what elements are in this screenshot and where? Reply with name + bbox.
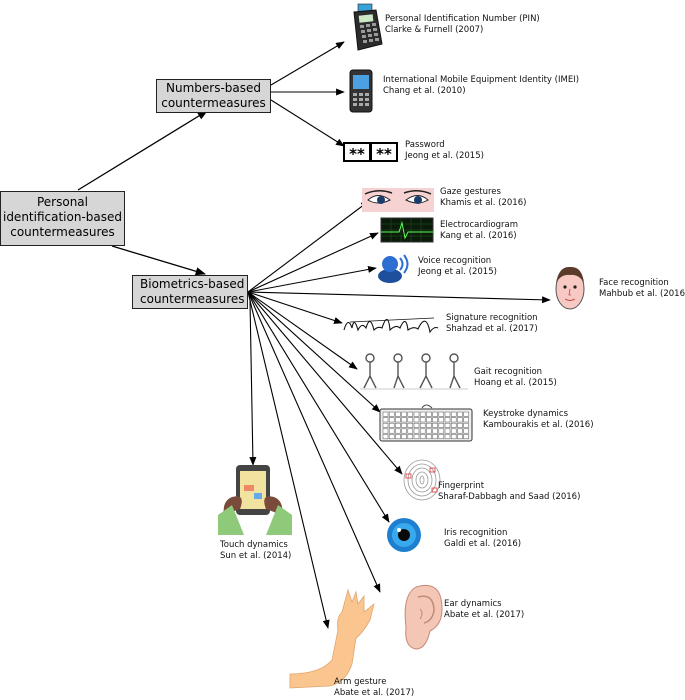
iris-icon <box>387 518 421 552</box>
label-gait-title: Gait recognition <box>474 367 543 377</box>
label-signature-title: Signature recognition <box>446 313 538 323</box>
label-voice-title: Voice recognition <box>418 256 492 266</box>
edge-touch <box>249 299 257 466</box>
root-line-2: identification-based <box>2 210 123 224</box>
biometrics-line-2: countermeasures <box>140 292 245 306</box>
svg-text:**: ** <box>376 145 392 163</box>
label-imei-ref: Chang et al. (2010) <box>383 86 466 96</box>
label-touch-ref: Sun et al. (2014) <box>220 551 292 561</box>
eyes-icon <box>362 188 434 212</box>
face-icon <box>555 266 585 310</box>
edge-password <box>270 99 345 147</box>
label-touch: Touch dynamics Sun et al. (2014) <box>220 540 291 562</box>
mobile-phone-icon <box>349 69 373 113</box>
edge-voice <box>247 265 377 293</box>
label-pin-title: Personal Identification Number (PIN) <box>385 14 540 24</box>
label-fingerprint: Fingerprint Sharaf-Dabbagh and Saad (201… <box>438 481 580 503</box>
label-signature-ref: Shahzad et al. (2017) <box>446 324 538 334</box>
pin-terminal-icon <box>353 3 383 51</box>
label-password: Password Jeong et al. (2015) <box>405 140 484 162</box>
svg-text:**: ** <box>349 145 365 163</box>
label-keystroke-ref: Kambourakis et al. (2016) <box>483 420 594 430</box>
label-pin-ref: Clarke & Furnell (2007) <box>385 25 484 35</box>
label-touch-title: Touch dynamics <box>220 540 288 550</box>
label-password-title: Password <box>405 140 445 150</box>
voice-icon <box>378 254 409 283</box>
label-imei: International Mobile Equipment Identity … <box>383 75 579 97</box>
numbers-line-2: countermeasures <box>161 96 266 110</box>
label-iris-title: Iris recognition <box>444 528 508 538</box>
label-ecg: Electrocardiogram Kang et al. (2016) <box>440 220 518 242</box>
label-fingerprint-ref: Sharaf-Dabbagh and Saad (2016) <box>438 492 581 502</box>
label-gaze-title: Gaze gestures <box>440 187 501 197</box>
label-password-ref: Jeong et al. (2015) <box>405 151 484 161</box>
edge-ear <box>247 291 381 593</box>
edge-signature <box>247 291 343 324</box>
label-ear-ref: Abate et al. (2017) <box>444 610 525 620</box>
edge-arm <box>247 291 330 629</box>
label-ear-title: Ear dynamics <box>444 599 502 609</box>
label-iris-ref: Galdi et al. (2016) <box>444 539 522 549</box>
edge-face <box>247 291 551 304</box>
label-gait: Gait recognition Hoang et al. (2015) <box>474 367 557 389</box>
arm-icon <box>289 588 375 689</box>
edge-root-numbers <box>77 110 208 191</box>
numbers-line-1: Numbers-based <box>165 81 261 95</box>
label-gait-ref: Hoang et al. (2015) <box>474 378 557 388</box>
label-ear: Ear dynamics Abate et al. (2017) <box>444 599 524 621</box>
label-face: Face recognition Mahbub et al. (2016) <box>599 278 685 300</box>
signature-icon <box>343 317 439 334</box>
label-keystroke-title: Keystroke dynamics <box>483 409 568 419</box>
edge-iris <box>247 291 390 523</box>
keyboard-icon <box>379 404 473 442</box>
numbers-based-node: Numbers-based countermeasures <box>156 79 271 113</box>
fingerprint-icon <box>403 459 441 501</box>
root-connectors <box>77 110 208 276</box>
label-arm-ref: Abate et al. (2017) <box>334 688 415 698</box>
label-ecg-title: Electrocardiogram <box>440 220 519 230</box>
label-imei-title: International Mobile Equipment Identity … <box>383 75 580 85</box>
label-voice: Voice recognition Jeong et al. (2015) <box>418 256 497 278</box>
label-face-title: Face recognition <box>599 278 669 288</box>
root-node: Personal identification-based countermea… <box>0 191 125 246</box>
edge-gait <box>247 291 358 370</box>
label-iris: Iris recognition Galdi et al. (2016) <box>444 528 521 550</box>
label-face-ref: Mahbub et al. (2016) <box>599 289 685 299</box>
root-line-1: Personal <box>36 195 88 209</box>
ear-icon <box>404 584 443 650</box>
touch-phone-icon <box>218 465 292 535</box>
label-voice-ref: Jeong et al. (2015) <box>418 267 497 277</box>
label-gaze: Gaze gestures Khamis et al. (2016) <box>440 187 526 209</box>
label-arm-title: Arm gesture <box>334 677 387 687</box>
label-arm: Arm gesture Abate et al. (2017) <box>334 677 414 699</box>
password-icon: ** ** <box>343 142 398 163</box>
root-line-3: countermeasures <box>10 225 115 239</box>
label-gaze-ref: Khamis et al. (2016) <box>440 198 527 208</box>
edge-gaze <box>247 200 370 293</box>
label-ecg-ref: Kang et al. (2016) <box>440 231 517 241</box>
label-pin: Personal Identification Number (PIN) Cla… <box>385 14 540 36</box>
label-keystroke: Keystroke dynamics Kambourakis et al. (2… <box>483 409 594 431</box>
label-signature: Signature recognition Shahzad et al. (20… <box>446 313 538 335</box>
biometrics-connectors <box>247 200 551 629</box>
biometrics-line-1: Biometrics-based <box>140 277 245 291</box>
edge-root-biometrics <box>111 245 206 276</box>
ecg-icon <box>380 217 434 243</box>
numbers-connectors <box>270 41 345 147</box>
label-fingerprint-title: Fingerprint <box>438 481 485 491</box>
edge-fingerprint <box>247 291 403 475</box>
edge-keystroke <box>247 291 381 413</box>
edge-pin <box>270 41 345 86</box>
biometrics-based-node: Biometrics-based countermeasures <box>132 275 248 309</box>
edge-ecg <box>247 232 379 293</box>
gait-icon <box>360 353 468 390</box>
